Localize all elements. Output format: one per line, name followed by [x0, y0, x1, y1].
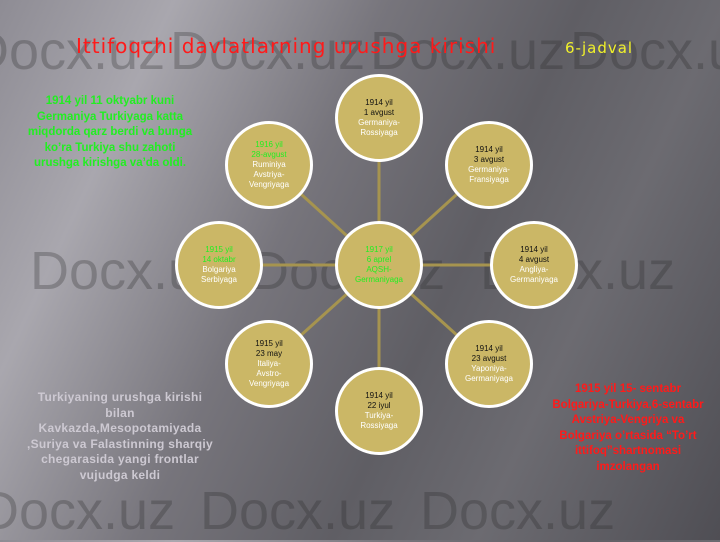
watermark: Docx.uz [0, 21, 166, 81]
gray-note: Turkiyaning urushga kirishi bilan Kavkaz… [26, 390, 214, 482]
green-note: 1914 yil 11 oktyabr kuni Germaniya Turki… [27, 95, 193, 169]
node-countries: Vengriyaga [248, 180, 290, 189]
node-countries: Italiya- [257, 359, 281, 368]
table-number: 6-jadval [565, 39, 634, 57]
node-countries: Turkiya- [364, 411, 394, 420]
node-countries: Angliya- [519, 265, 549, 274]
watermark: Docx.uz [170, 21, 366, 81]
node-countries: Germaniya- [468, 165, 510, 174]
node-date: 4 avgust [518, 255, 550, 264]
node-date: 1 avgust [363, 108, 395, 117]
center-node: 1917 yil 6 aprel AQSH- Germaniyaga [335, 221, 423, 309]
node-countries: Rossiyaga [360, 128, 398, 137]
watermark: Docx.uz [420, 481, 616, 541]
node-text: 6 aprel [366, 255, 392, 264]
watermark: Docx.uz [570, 21, 720, 81]
node-date: 1914 yil [475, 145, 503, 154]
node-countries: Bolgariya [202, 265, 236, 274]
node-countries: Germaniyaga [509, 275, 559, 284]
slide-title: Ittifoqchi davlatlarning urushga kirishi [76, 34, 497, 58]
node-text: Germaniyaga [354, 275, 404, 284]
node-countries: Germaniya- [358, 118, 400, 127]
node-countries: Avstro- [256, 369, 282, 378]
node-countries: Avstriya- [253, 170, 285, 179]
node-countries: Vengriyaga [248, 379, 290, 388]
node-date: 14 oktabr [202, 255, 236, 264]
node-countries: Rossiyaga [360, 421, 398, 430]
node-countries: Ruminiya [252, 160, 286, 169]
node-date: 28-avgust [251, 150, 287, 159]
node-date: 1915 yil [205, 245, 233, 254]
node-date: 1916 yil [255, 140, 283, 149]
node-countries: Fransiyaga [469, 175, 509, 184]
node-date: 3 avgust [473, 155, 505, 164]
node-date: 1914 yil [365, 391, 393, 400]
node-date: 23 avgust [471, 354, 507, 363]
watermark: Docx.uz [370, 21, 566, 81]
node-date: 1915 yil [255, 339, 283, 348]
red-note: 1915 yil 15- sentabr Bolgariya-Turkiya,6… [552, 383, 704, 473]
node-date: 22 iyul [367, 401, 391, 410]
node-date: 23 may [255, 349, 283, 358]
node-date: 1914 yil [365, 98, 393, 107]
watermark: Docx.uz [200, 481, 396, 541]
node-text: 1917 yil [365, 245, 393, 254]
node-countries: Yaponiya- [471, 364, 507, 373]
node-date: 1914 yil [520, 245, 548, 254]
watermark: Docx.uz [0, 481, 176, 541]
node-countries: Germaniyaga [464, 374, 514, 383]
node-text: AQSH- [366, 265, 392, 274]
node-date: 1914 yil [475, 344, 503, 353]
node-countries: Serbiyaga [200, 275, 238, 284]
